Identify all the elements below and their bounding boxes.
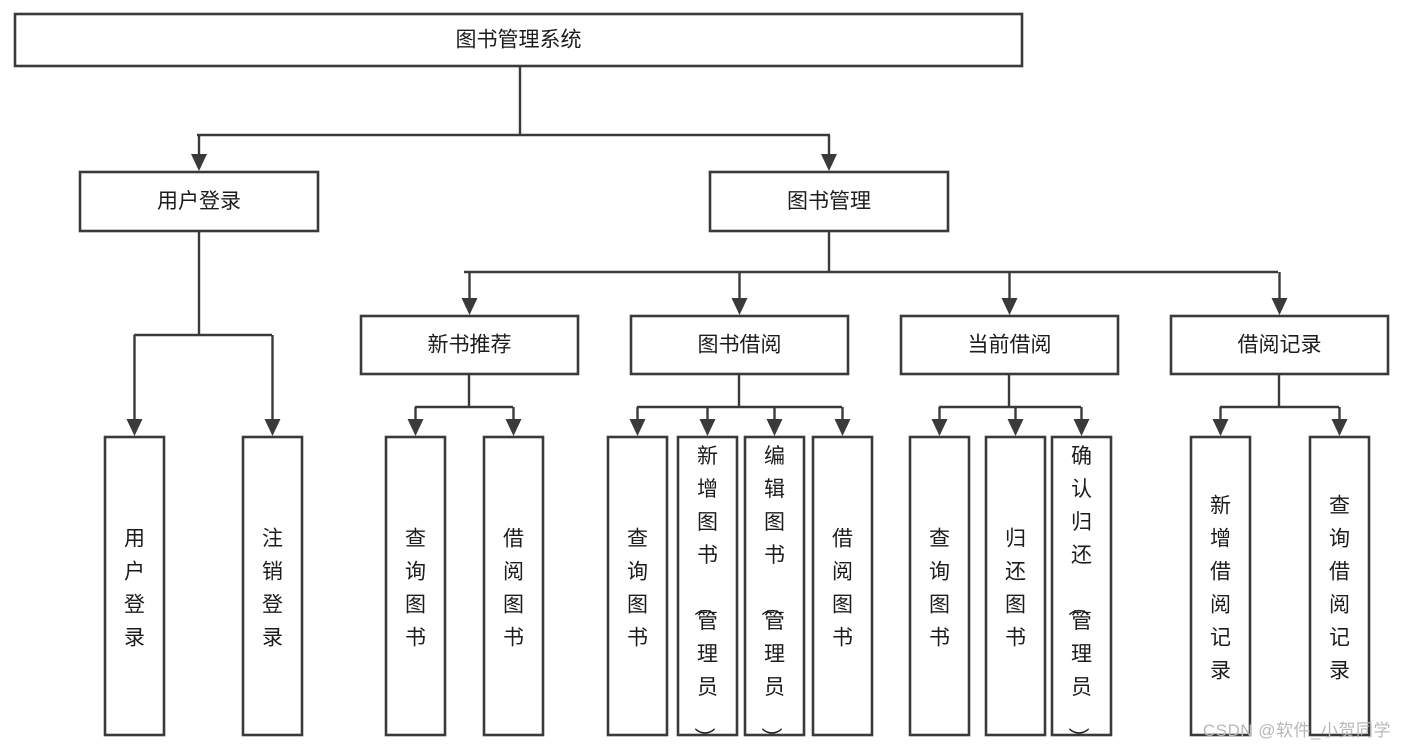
node-box-borrow-record: [1169, 314, 1390, 376]
node-label-leaf-user-login: 用户登录: [124, 528, 145, 650]
node-label-new-book-rec: 新书推荐: [428, 334, 512, 357]
node-label-leaf-query-book-1: 查询图书: [405, 528, 426, 650]
node-box-leaf-borrow-book-2: [811, 435, 874, 737]
node-leaf-return-book[interactable]: 归还图书: [984, 435, 1047, 737]
node-new-book-rec[interactable]: 新书推荐: [359, 314, 580, 376]
connector-bus-user-login: [134, 231, 272, 337]
edge-current-borrow-to-leaf-query-book-3: [931, 407, 948, 436]
edge-root-to-book-manage: [821, 135, 837, 171]
node-box-leaf-query-book-3: [908, 435, 971, 737]
node-leaf-add-record[interactable]: 新增借阅记录: [1189, 435, 1252, 737]
node-label-leaf-query-book-3: 查询图书: [929, 528, 950, 650]
node-borrow-record[interactable]: 借阅记录: [1169, 314, 1390, 376]
node-box-leaf-return-book: [984, 435, 1047, 737]
node-box-leaf-user-login: [103, 435, 166, 737]
node-label-leaf-query-record: 查询借阅记录: [1329, 495, 1350, 683]
edge-layer: [126, 66, 1348, 436]
edge-book-borrow-to-leaf-edit-book: [766, 407, 783, 436]
node-label-borrow-record: 借阅记录: [1238, 334, 1322, 357]
node-leaf-add-book[interactable]: 新增图书（管理员）: [676, 435, 739, 747]
connector-bus-book-manage: [464, 231, 1278, 274]
node-box-leaf-logout: [241, 435, 304, 737]
edge-book-manage-to-new-book-rec: [461, 272, 478, 315]
node-leaf-edit-book[interactable]: 编辑图书（管理员）: [743, 435, 806, 747]
node-box-user-login: [78, 170, 320, 233]
node-leaf-query-book-3[interactable]: 查询图书: [908, 435, 971, 737]
edge-borrow-record-to-leaf-query-record: [1331, 407, 1348, 436]
edge-current-borrow-to-leaf-confirm-return: [1073, 407, 1090, 436]
watermark-label: CSDN @软件_小贺同学: [1202, 721, 1391, 740]
edge-book-manage-to-borrow-record: [1271, 272, 1288, 315]
node-box-leaf-edit-book: [743, 435, 806, 737]
edge-user-login-to-leaf-user-login: [126, 335, 143, 436]
node-leaf-borrow-book-2[interactable]: 借阅图书: [811, 435, 874, 737]
node-label-leaf-return-book: 归还图书: [1005, 528, 1026, 650]
node-label-leaf-logout: 注销登录: [262, 528, 283, 650]
edge-user-login-to-leaf-logout: [264, 335, 281, 436]
edge-root-to-user-login: [191, 135, 207, 171]
node-book-borrow[interactable]: 图书借阅: [629, 314, 850, 376]
connector-bus-borrow-record: [1220, 374, 1339, 409]
node-book-manage[interactable]: 图书管理: [708, 170, 950, 233]
node-leaf-borrow-book-1[interactable]: 借阅图书: [482, 435, 545, 737]
node-layer: 图书管理系统用户登录图书管理新书推荐图书借阅当前借阅借阅记录用户登录注销登录查询…: [13, 12, 1390, 747]
node-leaf-confirm-return[interactable]: 确认归还（管理员）: [1050, 435, 1113, 747]
connector-bus-current-borrow: [939, 374, 1081, 409]
node-label-leaf-add-record: 新增借阅记录: [1210, 495, 1231, 683]
edge-book-borrow-to-leaf-borrow-book-2: [834, 407, 851, 436]
node-leaf-query-book-1[interactable]: 查询图书: [384, 435, 447, 737]
node-leaf-user-login[interactable]: 用户登录: [103, 435, 166, 737]
edge-new-book-rec-to-leaf-borrow-book-1: [505, 407, 522, 436]
node-label-current-borrow: 当前借阅: [968, 334, 1052, 357]
node-label-leaf-borrow-book-2: 借阅图书: [832, 528, 853, 650]
node-label-leaf-borrow-book-1: 借阅图书: [503, 528, 524, 650]
node-leaf-logout[interactable]: 注销登录: [241, 435, 304, 737]
node-label-leaf-add-book: 新增图书（管理员）: [692, 445, 718, 747]
edge-book-borrow-to-leaf-add-book: [699, 407, 716, 436]
node-box-new-book-rec: [359, 314, 580, 376]
node-label-book-manage: 图书管理: [787, 190, 871, 213]
node-label-user-login: 用户登录: [157, 190, 241, 213]
node-box-root: [13, 12, 1024, 68]
connector-bus-book-borrow: [637, 374, 842, 409]
node-label-book-borrow: 图书借阅: [698, 334, 782, 357]
node-box-current-borrow: [899, 314, 1120, 376]
node-current-borrow[interactable]: 当前借阅: [899, 314, 1120, 376]
node-box-leaf-borrow-book-1: [482, 435, 545, 737]
node-label-root: 图书管理系统: [456, 29, 582, 52]
node-box-leaf-query-record: [1308, 435, 1371, 737]
node-box-book-manage: [708, 170, 950, 233]
node-box-leaf-query-book-2: [606, 435, 669, 737]
edge-new-book-rec-to-leaf-query-book-1: [407, 407, 424, 436]
node-user-login[interactable]: 用户登录: [78, 170, 320, 233]
edge-book-borrow-to-leaf-query-book-2: [629, 407, 646, 436]
node-leaf-query-book-2[interactable]: 查询图书: [606, 435, 669, 737]
edge-book-manage-to-current-borrow: [1001, 272, 1018, 315]
connector-bus-root: [197, 66, 830, 137]
edge-current-borrow-to-leaf-return-book: [1007, 407, 1024, 436]
node-box-book-borrow: [629, 314, 850, 376]
node-box-leaf-confirm-return: [1050, 435, 1113, 737]
edge-book-manage-to-book-borrow: [731, 272, 748, 315]
node-leaf-query-record[interactable]: 查询借阅记录: [1308, 435, 1371, 737]
node-label-leaf-edit-book: 编辑图书（管理员）: [759, 445, 785, 747]
edge-borrow-record-to-leaf-add-record: [1212, 407, 1229, 436]
node-label-leaf-confirm-return: 确认归还（管理员）: [1066, 445, 1092, 747]
node-box-leaf-query-book-1: [384, 435, 447, 737]
node-root[interactable]: 图书管理系统: [13, 12, 1024, 68]
node-label-leaf-query-book-2: 查询图书: [627, 528, 648, 650]
node-box-leaf-add-record: [1189, 435, 1252, 737]
node-box-leaf-add-book: [676, 435, 739, 737]
connector-bus-new-book-rec: [415, 374, 513, 409]
